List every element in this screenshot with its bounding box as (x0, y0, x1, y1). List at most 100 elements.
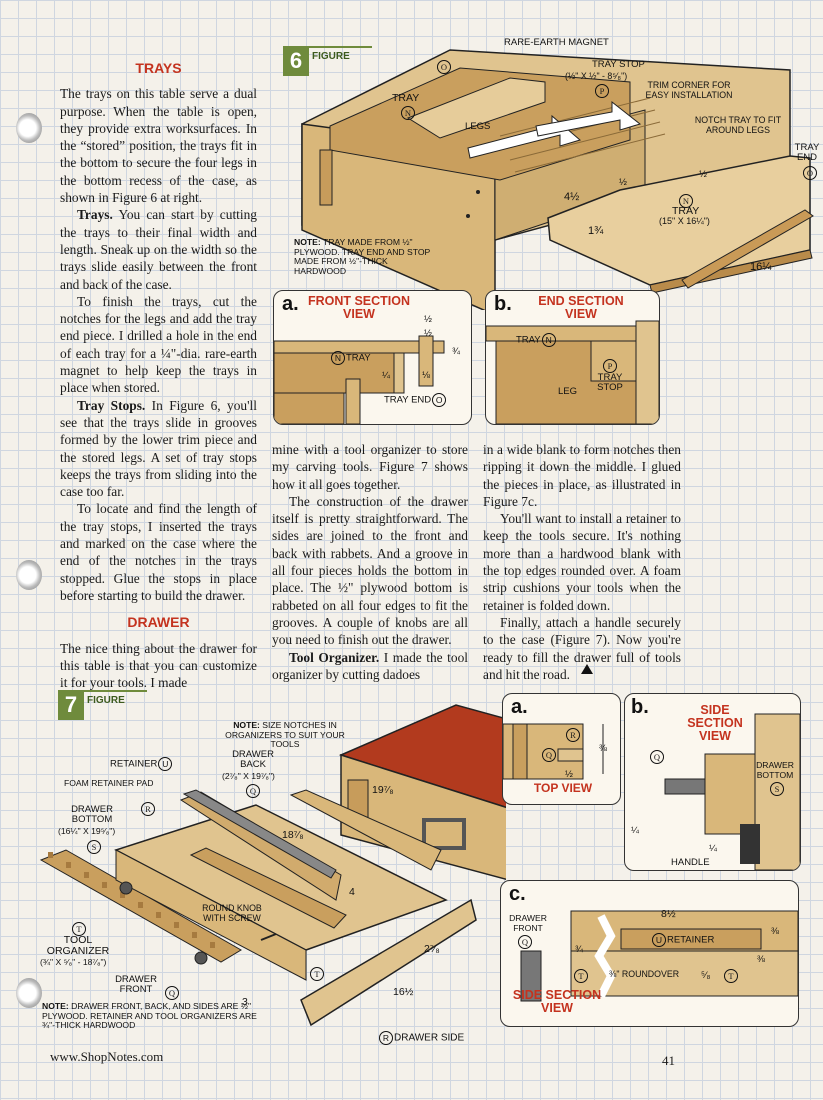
callout-s: S (86, 838, 102, 856)
paragraph: To locate and find the length of the tra… (60, 501, 257, 603)
callout-q: Q (164, 984, 180, 1002)
label-legs: LEGS (465, 121, 491, 132)
inset-title: FRONT SECTION VIEW (307, 294, 411, 321)
inset-title: SIDE SECTION VIEW (512, 988, 602, 1015)
dim: ½ (619, 177, 627, 188)
inset-title: END SECTION VIEW (538, 294, 624, 321)
label-foam: FOAM RETAINER PAD (64, 778, 154, 788)
dim: 4½ (564, 191, 580, 203)
dim: ½ (565, 769, 573, 780)
callout-r: R (565, 726, 581, 744)
dim: 2⁷⁄₈ (424, 943, 440, 955)
figure-7-drawing (39, 704, 506, 1027)
label-drawer-back-dim: (2⁷⁄₈" x 19⁷⁄₈") (222, 771, 275, 781)
figure-7-inset-b: b. SIDE SECTION VIEW Q DRAWER BOTTOM S ¼… (624, 693, 801, 871)
callout-q: Q (541, 746, 557, 764)
inset-label: DRAWER FRONT (509, 913, 547, 933)
callout-q: Q (517, 933, 533, 951)
dim: ¾ (452, 346, 460, 357)
callout-t: T (309, 965, 325, 983)
mid-column: mine with a tool organizer to store my c… (272, 441, 468, 683)
run-in-head: Trays. (77, 207, 113, 223)
inset-letter: c. (509, 883, 526, 905)
label-drawer-bottom-dim: (16¼" x 19⁵⁄₈") (58, 826, 116, 836)
label-tool-organizer-dim: (¾" x ⁵⁄₈" - 18⁷⁄₈") (40, 957, 107, 967)
callout-s: S (769, 780, 785, 798)
figure-word: FIGURE (84, 690, 147, 706)
figure-word: FIGURE (309, 46, 372, 62)
figure-7-note-bottom: NOTE: DRAWER FRONT, BACK, AND SIDES ARE … (42, 1001, 257, 1030)
callout-n: N (678, 192, 694, 210)
paragraph: Trays. You can start by cutting the tray… (60, 206, 257, 292)
paragraph: You'll want to install a retainer to kee… (483, 511, 681, 613)
figure-number: 6 (283, 46, 309, 76)
callout-t: T (573, 967, 589, 985)
inset-label: HANDLE (671, 857, 710, 868)
paragraph: mine with a tool organizer to store my c… (272, 442, 468, 492)
dim: ½ (424, 328, 432, 339)
paragraph-text: You can start by cutting the trays to th… (60, 207, 257, 292)
dim: ½ (424, 314, 432, 325)
label-tray-stop: TRAY STOP (592, 59, 645, 70)
paragraph: The trays on this table serve a dual pur… (60, 86, 257, 206)
callout-r: R (140, 800, 156, 818)
dim: ⅜ (771, 926, 779, 937)
label-drawer-front: DRAWER FRONT (115, 974, 157, 995)
label-tray2-dim: (15" x 16¼") (659, 216, 710, 226)
paragraph: in a wide blank to form notches then rip… (483, 442, 681, 509)
dim: 8½ (661, 908, 676, 920)
label-round-knob: ROUND KNOB WITH SCREW (202, 903, 262, 923)
inset-letter: b. (494, 293, 512, 315)
label-drawer-back: DRAWER BACK (232, 749, 274, 770)
inset-letter: b. (631, 696, 649, 718)
inset-label: TRAY STOP (597, 372, 623, 393)
dim: ⅜ (599, 743, 607, 754)
figure-number: 7 (58, 690, 84, 720)
dim: ⁵⁄₈ (701, 970, 711, 981)
heading-trays: TRAYS (135, 60, 182, 76)
figure-6-note: NOTE: TRAY MADE FROM ½" PLYWOOD. TRAY EN… (294, 237, 431, 276)
callout-o: O (436, 58, 452, 76)
callout-o: O (802, 164, 818, 182)
binder-hole (16, 978, 42, 1008)
figure-6-drawing (301, 49, 814, 310)
figure-7-tag: 7 FIGURE (58, 690, 147, 720)
callout-n: N (400, 104, 416, 122)
dim: 16½ (393, 986, 414, 998)
binder-hole (16, 113, 42, 143)
inset-letter: a. (282, 293, 299, 315)
inset-title: SIDE SECTION VIEW (687, 703, 743, 743)
label-notch-tray: NOTCH TRAY TO FIT AROUND LEGS (694, 115, 782, 135)
dim: ⅛ (422, 370, 430, 381)
dim: 4 (349, 886, 355, 898)
dim: 3 (242, 996, 248, 1008)
dim: ⅜ (757, 954, 765, 965)
left-column: TRAYS The trays on this table serve a du… (60, 60, 257, 691)
paragraph-text: I made the tool organizer by cutting dad… (272, 649, 468, 682)
binder-hole (16, 560, 42, 590)
figure-7-inset-a: a. R Q ⅜ ½ TOP VIEW (502, 693, 621, 805)
callout-t: T (71, 920, 87, 938)
callout-p: P (594, 82, 610, 100)
paragraph-text: In Figure 6, you'll see that the trays s… (60, 397, 257, 500)
paragraph: Tool Organizer. I made the tool organize… (272, 649, 468, 684)
inset-label: LEG (558, 386, 578, 397)
label-tray2: TRAY (672, 205, 700, 217)
footer-url: www.ShopNotes.com (50, 1049, 164, 1064)
run-in-head: Tray Stops. (77, 397, 146, 413)
label-drawer-bottom: DRAWER BOTTOM (71, 804, 113, 825)
dim: ½ (699, 169, 707, 180)
callout-q: Q (245, 782, 261, 800)
paragraph: To finish the trays, cut the notches for… (60, 293, 257, 396)
run-in-head: Tool Organizer. (289, 649, 380, 665)
callout-p: P (602, 357, 618, 375)
dim: ¾ (575, 944, 583, 955)
callout-t: T (723, 967, 739, 985)
